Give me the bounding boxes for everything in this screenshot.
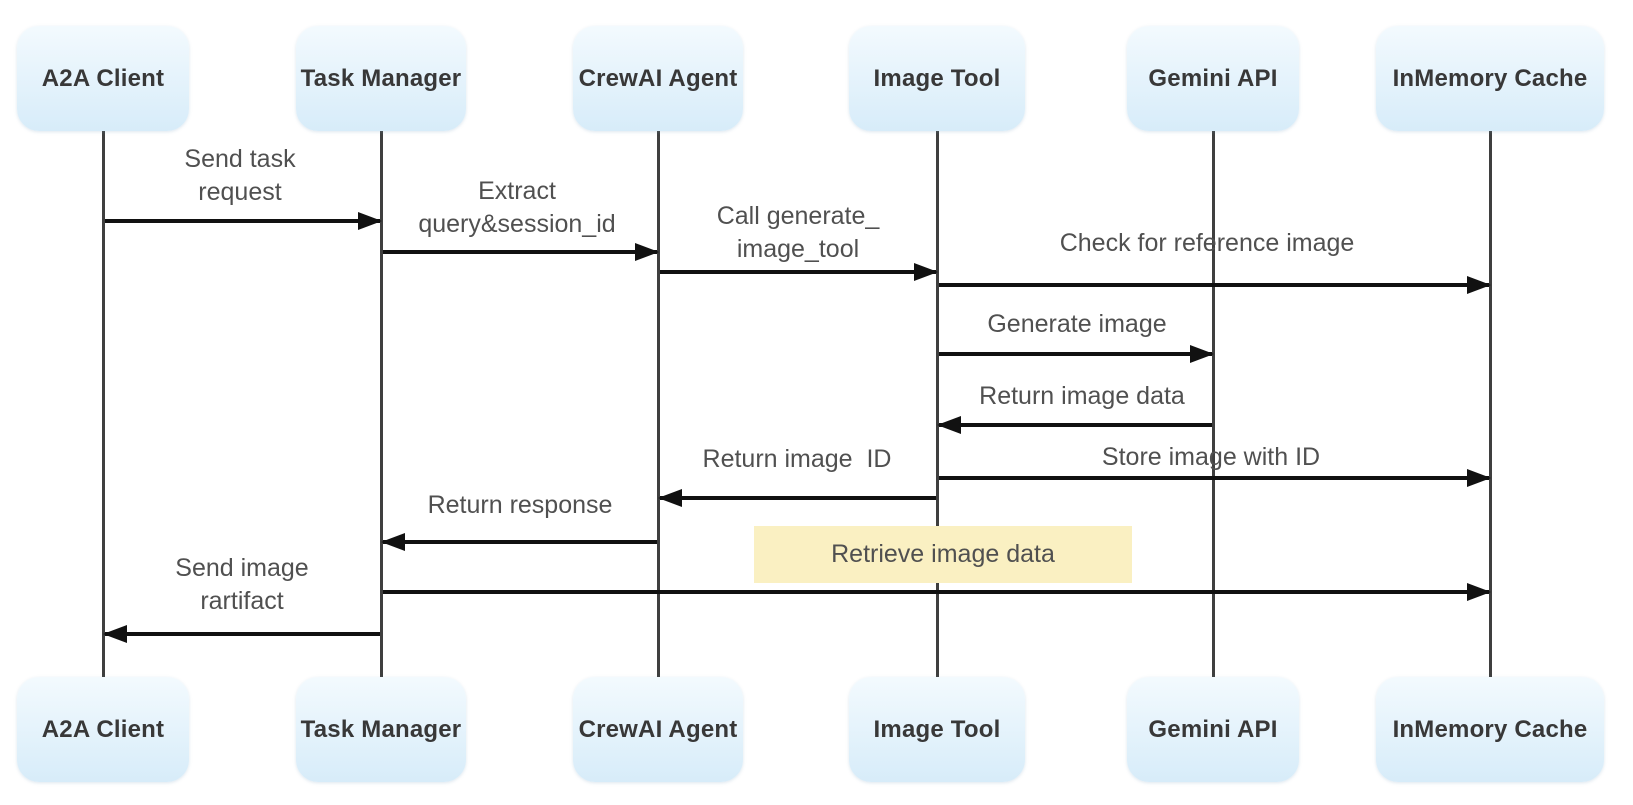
actor-label-task-manager: Task Manager — [300, 64, 462, 92]
arrowhead-right-icon — [357, 212, 382, 230]
arrowhead-right-icon — [634, 243, 659, 261]
actor-box-top-inmemory-cache: InMemory Cache — [1376, 26, 1604, 131]
message-arrow-image-tool-to-inmemory-cache-4 — [938, 276, 1491, 294]
actor-label-image-tool: Image Tool — [873, 715, 1001, 743]
actor-label-inmemory-cache: InMemory Cache — [1392, 64, 1588, 92]
message-label-check-for-reference-image: Check for reference image — [1059, 229, 1355, 257]
message-label-extract-query-session-id: Extract query&session_id — [418, 177, 616, 238]
message-label-store-image-with-id: Store image with ID — [1101, 443, 1321, 471]
actor-box-top-a2a-client: A2A Client — [17, 26, 189, 131]
actor-label-gemini-api: Gemini API — [1148, 64, 1278, 92]
actor-box-bottom-inmemory-cache: InMemory Cache — [1376, 677, 1604, 782]
message-arrow-task-manager-to-crewai-agent-2 — [382, 243, 659, 261]
lifeline-crewai-agent — [656, 130, 660, 679]
arrowhead-right-icon — [1466, 276, 1491, 294]
arrowhead-right-icon — [1189, 345, 1214, 363]
arrowhead-left-icon — [380, 533, 405, 551]
message-arrow-task-manager-to-a2a-client-11 — [102, 625, 380, 643]
message-arrow-crewai-agent-to-task-manager-9 — [380, 533, 657, 551]
message-arrow-image-tool-to-inmemory-cache-7 — [938, 469, 1491, 487]
actor-label-crewai-agent: CrewAI Agent — [578, 64, 738, 92]
message-arrow-task-manager-to-inmemory-cache-10 — [382, 583, 1491, 601]
actor-box-bottom-task-manager: Task Manager — [296, 677, 466, 782]
message-arrow-a2a-client-to-task-manager-1 — [104, 212, 382, 230]
actor-label-a2a-client: A2A Client — [41, 715, 165, 743]
actor-box-bottom-gemini-api: Gemini API — [1127, 677, 1299, 782]
actor-box-top-gemini-api: Gemini API — [1127, 26, 1299, 131]
actor-box-bottom-a2a-client: A2A Client — [17, 677, 189, 782]
arrowhead-left-icon — [657, 489, 682, 507]
actor-box-bottom-crewai-agent: CrewAI Agent — [573, 677, 743, 782]
lifeline-image-tool — [935, 130, 939, 679]
message-label-send-image-rartifact: Send image rartifact — [175, 554, 309, 615]
actor-label-gemini-api: Gemini API — [1148, 715, 1278, 743]
message-label-return-image-id: Return image ID — [702, 445, 892, 473]
actor-label-image-tool: Image Tool — [873, 64, 1001, 92]
actor-box-top-image-tool: Image Tool — [849, 26, 1025, 131]
actor-label-a2a-client: A2A Client — [41, 64, 165, 92]
lifeline-task-manager — [379, 130, 383, 679]
message-arrow-gemini-api-to-image-tool-6 — [936, 416, 1212, 434]
arrowhead-right-icon — [913, 263, 938, 281]
lifeline-a2a-client — [101, 130, 105, 679]
arrowhead-left-icon — [936, 416, 961, 434]
actor-label-inmemory-cache: InMemory Cache — [1392, 715, 1588, 743]
message-arrow-image-tool-to-gemini-api-5 — [938, 345, 1214, 363]
message-arrow-crewai-agent-to-image-tool-3 — [659, 263, 938, 281]
actor-label-task-manager: Task Manager — [300, 715, 462, 743]
message-label-generate-image: Generate image — [987, 310, 1167, 338]
message-label-call-generate-image-tool: Call generate_ image_tool — [716, 202, 880, 263]
message-label-send-task-request: Send task request — [184, 145, 296, 206]
arrowhead-left-icon — [102, 625, 127, 643]
message-label-return-image-data: Return image data — [979, 382, 1185, 410]
actor-box-bottom-image-tool: Image Tool — [849, 677, 1025, 782]
message-label-return-response: Return response — [427, 491, 613, 519]
actor-box-top-crewai-agent: CrewAI Agent — [573, 26, 743, 131]
message-arrow-image-tool-to-crewai-agent-8 — [657, 489, 936, 507]
arrowhead-right-icon — [1466, 469, 1491, 487]
message-label-retrieve-image-data: Retrieve image data — [754, 526, 1132, 583]
lifeline-gemini-api — [1211, 130, 1215, 679]
actor-label-crewai-agent: CrewAI Agent — [578, 715, 738, 743]
arrowhead-right-icon — [1466, 583, 1491, 601]
actor-box-top-task-manager: Task Manager — [296, 26, 466, 131]
lifeline-inmemory-cache — [1488, 130, 1492, 679]
